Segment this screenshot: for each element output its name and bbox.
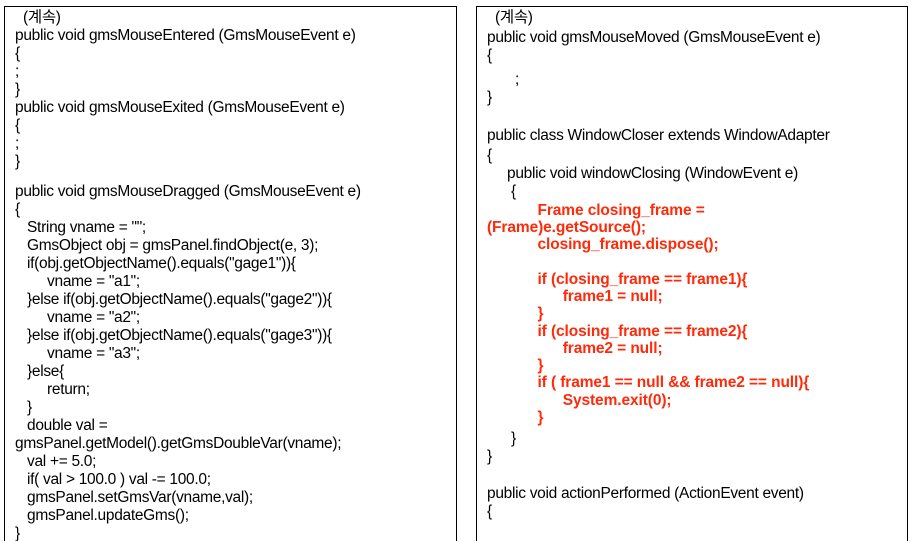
code-line: ; xyxy=(487,71,520,88)
highlighted-code-line: Frame closing_frame = xyxy=(487,202,705,219)
code-line: }else if(obj.getObjectName().equals("gag… xyxy=(15,291,332,308)
code-line: gmsPanel.getModel().getGmsDoubleVar(vnam… xyxy=(15,435,342,452)
highlighted-code-line: closing_frame.dispose(); xyxy=(487,236,719,253)
code-line: } xyxy=(487,448,492,465)
code-line: public void gmsMouseEntered (GmsMouseEve… xyxy=(15,27,356,44)
highlighted-code-line: frame1 = null; xyxy=(487,288,663,305)
code-line: { xyxy=(15,201,20,218)
code-line: } xyxy=(15,81,20,98)
highlighted-code-line: System.exit(0); xyxy=(487,392,672,409)
code-line: ; xyxy=(15,63,20,80)
code-line: }else if(obj.getObjectName().equals("gag… xyxy=(15,327,332,344)
highlighted-code-line: frame2 = null; xyxy=(487,340,663,357)
code-line: public void actionPerformed (ActionEvent… xyxy=(487,485,804,502)
code-line: public void gmsMouseDragged (GmsMouseEve… xyxy=(15,183,361,200)
code-panel-right: (계속) public void gmsMouseMoved (GmsMouseE… xyxy=(476,6,908,541)
code-line: gmsPanel.updateGms(); xyxy=(15,507,189,524)
code-line: }else{ xyxy=(15,363,65,380)
highlighted-code-line: } xyxy=(487,409,544,426)
code-line: } xyxy=(15,399,32,416)
code-line: vname = "a1"; xyxy=(15,273,140,290)
code-line: } xyxy=(15,153,20,170)
code-line: public void gmsMouseExited (GmsMouseEven… xyxy=(15,99,345,116)
code-line: (계속) xyxy=(15,9,61,26)
code-line: String vname = ""; xyxy=(15,219,146,236)
code-panel-left: (계속)public void gmsMouseEntered (GmsMous… xyxy=(4,6,457,541)
code-line: { xyxy=(15,117,20,134)
code-line: { xyxy=(487,47,492,64)
highlighted-code-line: if ( frame1 == null && frame2 == null){ xyxy=(487,374,810,391)
code-line: (계속) xyxy=(487,9,533,26)
code-line: vname = "a3"; xyxy=(15,345,140,362)
code-line: public class WindowCloser extends Window… xyxy=(487,127,830,144)
code-line: gmsPanel.setGmsVar(vname,val); xyxy=(15,489,253,506)
highlighted-code-line: (Frame)e.getSource(); xyxy=(487,219,646,236)
code-line: { xyxy=(487,183,516,200)
code-line: } xyxy=(487,430,516,447)
code-line: } xyxy=(15,525,20,541)
code-line: { xyxy=(487,147,492,164)
code-line: public void windowClosing (WindowEvent e… xyxy=(487,165,798,182)
code-line: { xyxy=(15,45,20,62)
code-line: { xyxy=(487,503,492,520)
highlighted-code-line: if (closing_frame == frame1){ xyxy=(487,271,748,288)
highlighted-code-line: } xyxy=(487,305,544,322)
highlighted-code-line: } xyxy=(487,357,544,374)
code-line: val += 5.0; xyxy=(15,453,97,470)
code-line: public void gmsMouseMoved (GmsMouseEvent… xyxy=(487,29,821,46)
highlighted-code-line: if (closing_frame == frame2){ xyxy=(487,323,748,340)
code-line: if( val > 100.0 ) val -= 100.0; xyxy=(15,471,211,488)
code-line: vname = "a2"; xyxy=(15,309,140,326)
code-line: GmsObject obj = gmsPanel.findObject(e, 3… xyxy=(15,237,319,254)
code-line: double val = xyxy=(15,417,108,434)
code-line: } xyxy=(487,89,492,106)
code-line: ; xyxy=(15,135,20,152)
code-line: if(obj.getObjectName().equals("gage1")){ xyxy=(15,255,296,272)
code-line: return; xyxy=(15,381,90,398)
